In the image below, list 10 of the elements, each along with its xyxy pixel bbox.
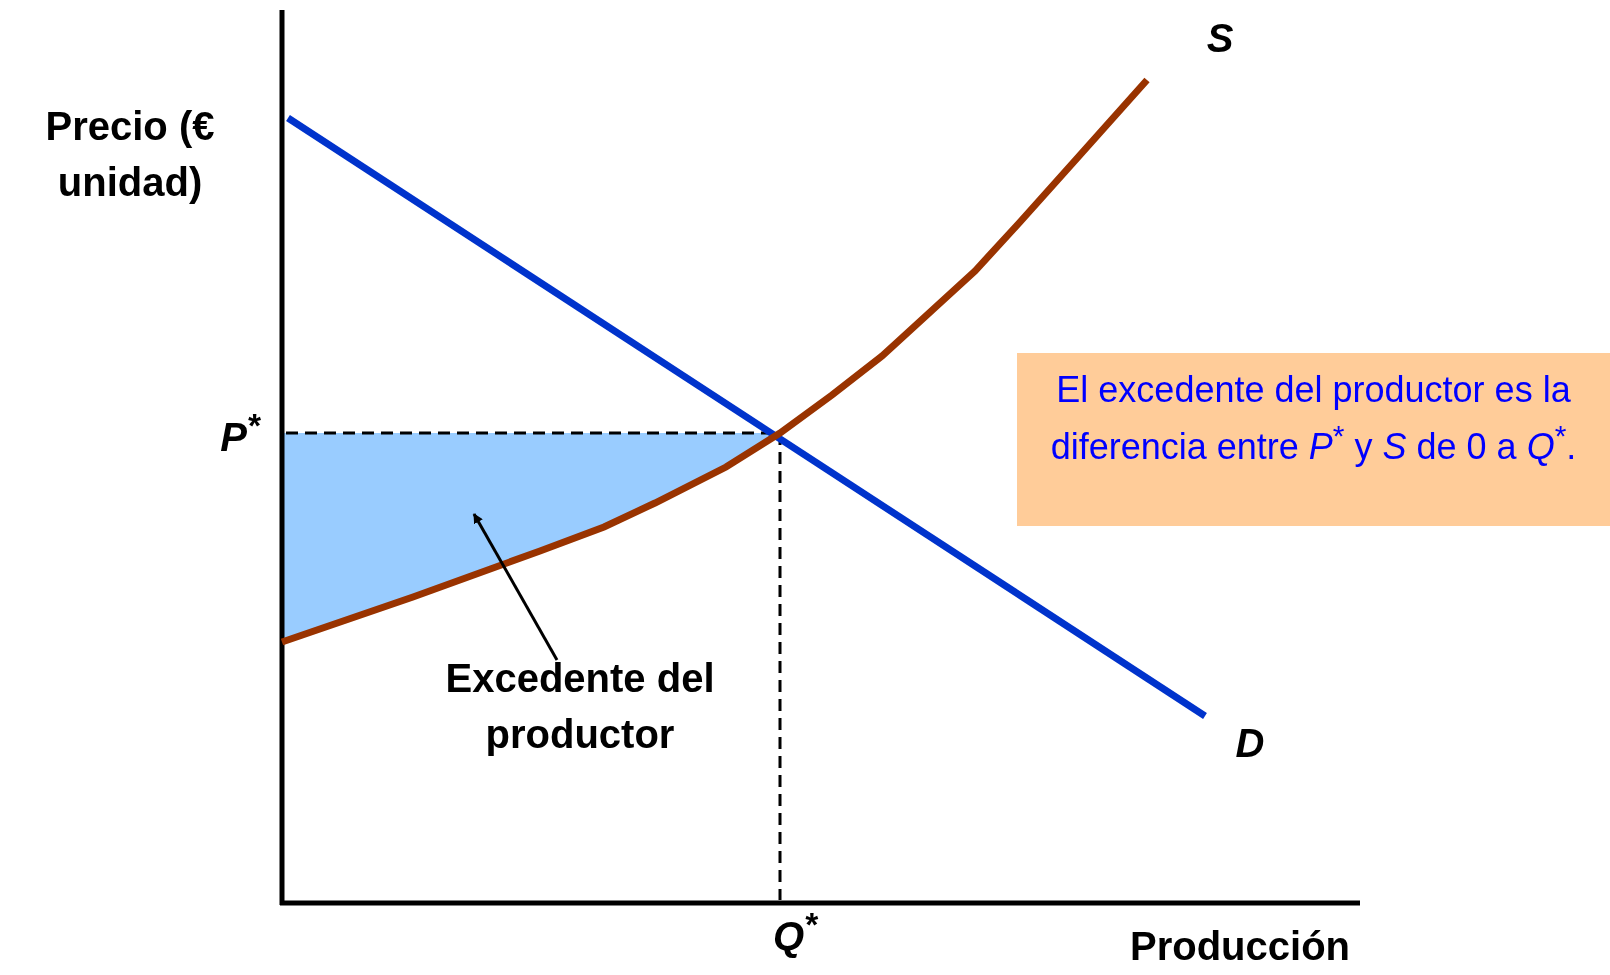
axis-value-label: Q$^{*}$ [771,905,819,961]
axis-value-label: P$^{*}$ [219,406,262,462]
note-text: El excedente del productor es la diferencia entre P$^{*}$ y S de 0 a Q$^{*}$. [1049,368,1578,470]
axis-title: Precio (€ unidad) [44,103,216,206]
leader-arrow [472,513,559,661]
area-label-text: Excedente del productor [444,655,716,758]
note-box [1017,353,1610,526]
axis-title: Producción [1129,923,1351,970]
curve-label: S [1205,15,1235,62]
curve-label: D [1234,720,1266,767]
